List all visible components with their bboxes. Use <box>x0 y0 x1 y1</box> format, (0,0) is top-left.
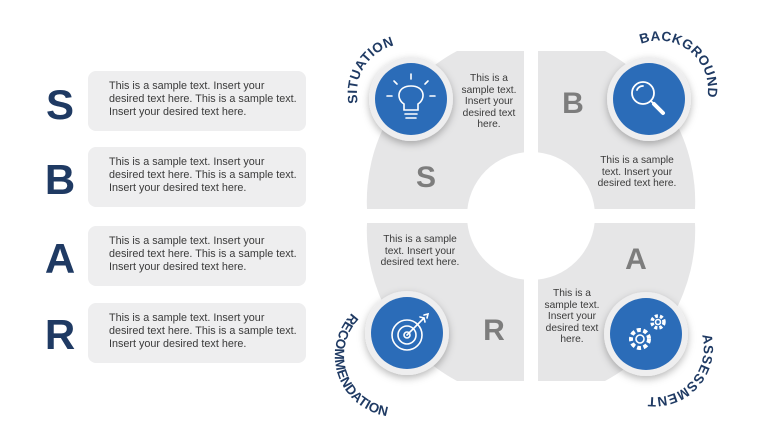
quadrant-letter-a: A <box>625 243 647 276</box>
row-letter-b: B <box>44 156 76 203</box>
text-box-a: This is a sample text. Insert your desir… <box>88 226 306 286</box>
quadrant-b-panel <box>538 51 696 209</box>
lightbulb-icon <box>386 73 436 119</box>
text-box-s: This is a sample text. Insert your desir… <box>88 71 306 131</box>
row-letter-s: S <box>45 81 74 128</box>
background-circle <box>607 57 691 141</box>
quadrant-s-panel <box>366 51 524 209</box>
recommendation-circle <box>365 291 449 375</box>
quadrant-letter-r: R <box>483 314 505 347</box>
row-letter-a: A <box>44 235 76 282</box>
gears-icon <box>629 314 666 350</box>
situation-circle <box>369 57 453 141</box>
quadrant-letter-b: B <box>562 87 584 120</box>
situation-text: This is a sample text. Insert your desir… <box>461 73 517 131</box>
recommendation-text: This is a sample text. Insert your desir… <box>380 234 460 269</box>
target-icon <box>391 312 430 351</box>
background-text: This is a sample text. Insert your desir… <box>597 155 677 190</box>
assessment-text: This is a sample text. Insert your desir… <box>544 288 600 346</box>
quadrant-r-panel <box>366 223 524 381</box>
text-box-r: This is a sample text. Insert your desir… <box>88 303 306 363</box>
quadrant-a-panel <box>538 223 696 381</box>
assessment-circle <box>604 292 688 376</box>
row-letter-r: R <box>44 311 76 358</box>
quadrant-ring <box>366 51 696 381</box>
text-box-b: This is a sample text. Insert your desir… <box>88 147 306 207</box>
magnifier-icon <box>631 81 665 115</box>
quadrant-letter-s: S <box>416 161 436 194</box>
